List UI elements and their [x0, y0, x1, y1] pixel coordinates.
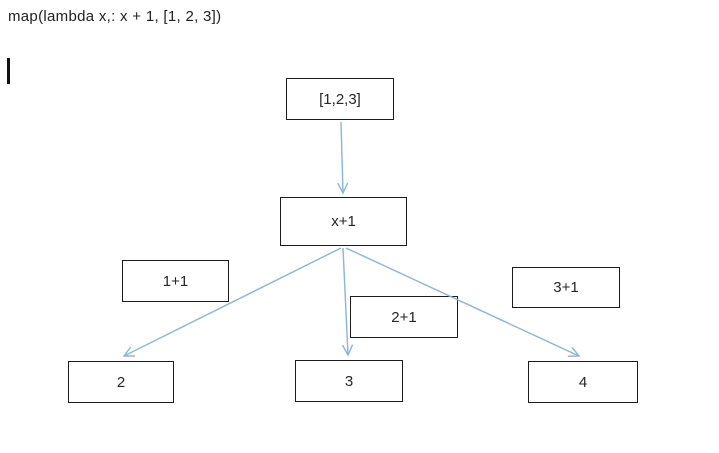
node-result-1[interactable]: 2 — [68, 361, 174, 403]
node-result-2-label: 3 — [344, 372, 354, 390]
node-result-3[interactable]: 4 — [528, 361, 638, 403]
node-operation-3-label: 3+1 — [553, 279, 579, 296]
code-text: map(lambda x,: x + 1, [1, 2, 3]) — [8, 8, 222, 25]
node-operation-2[interactable]: 2+1 — [350, 296, 458, 338]
arrow-function-to-result-2 — [341, 247, 354, 357]
text-cursor — [7, 58, 10, 84]
node-result-2[interactable]: 3 — [295, 360, 403, 402]
arrow-input-to-function — [337, 121, 349, 195]
node-result-3-label: 4 — [578, 373, 588, 391]
node-operation-1[interactable]: 1+1 — [122, 260, 229, 302]
node-operation-1-label: 1+1 — [162, 272, 189, 290]
node-input-list[interactable]: [1,2,3] — [286, 78, 394, 120]
node-result-1-label: 2 — [116, 373, 126, 391]
node-operation-2-label: 2+1 — [391, 308, 417, 326]
node-function[interactable]: x+1 — [280, 197, 407, 246]
node-operation-3[interactable]: 3+1 — [512, 267, 620, 308]
node-input-list-label: [1,2,3] — [319, 90, 361, 108]
node-function-label: x+1 — [331, 213, 356, 230]
